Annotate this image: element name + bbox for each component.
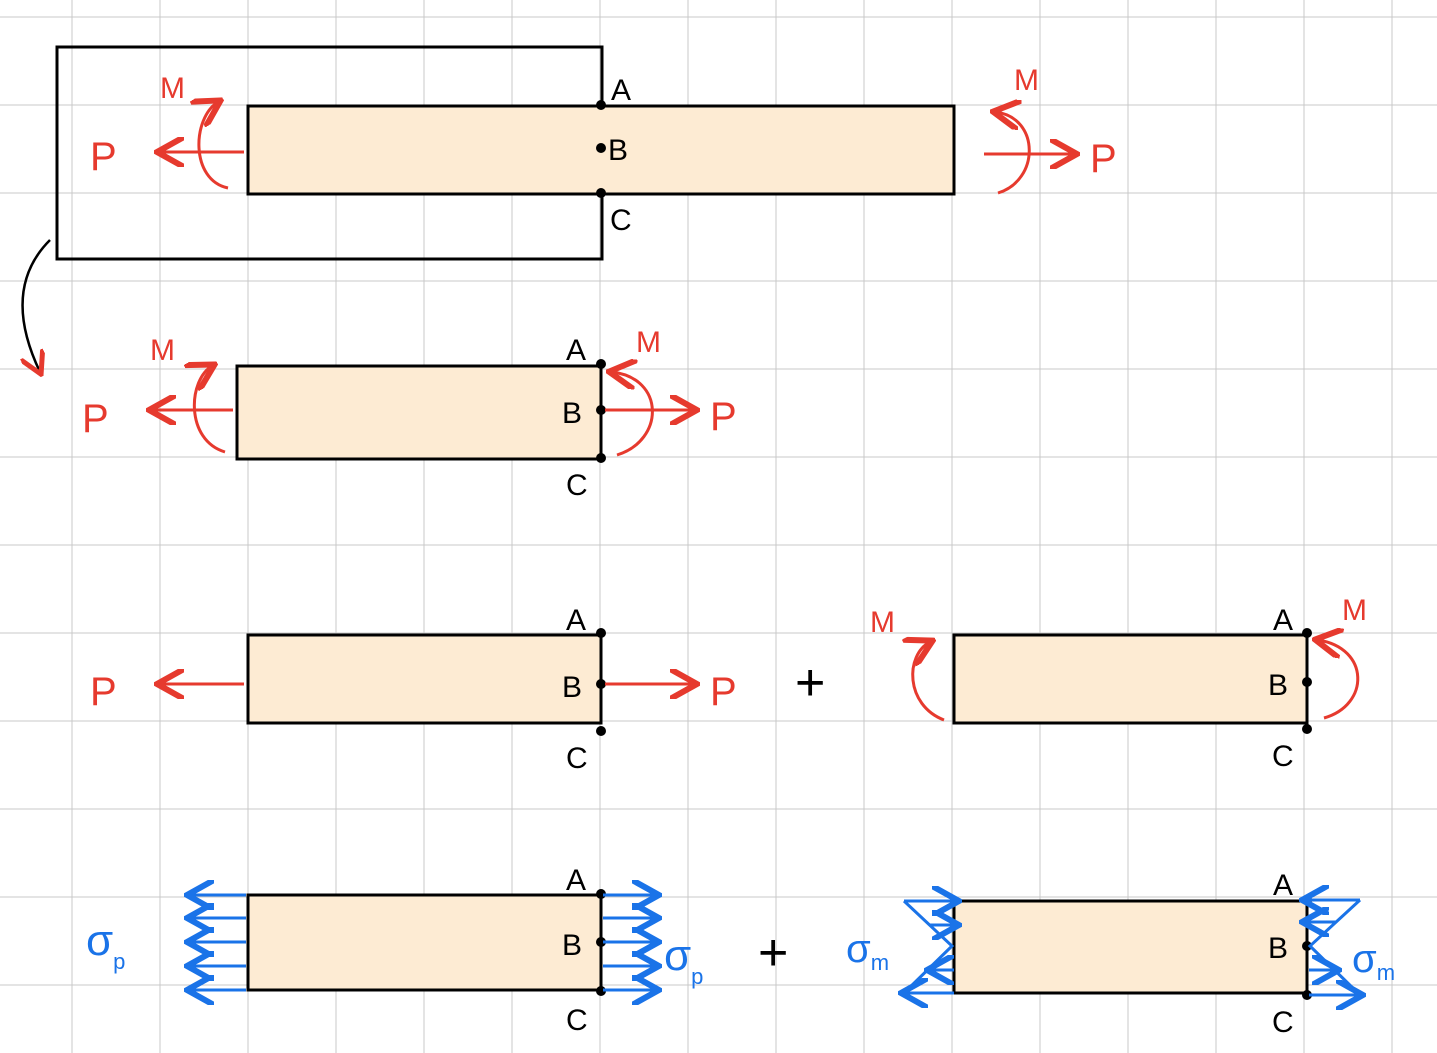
moment-label-right: M (1342, 594, 1367, 627)
sigma-p-label-right: σp (664, 931, 703, 989)
uniform-stress-arrows-left (190, 895, 246, 990)
moment-arrow-right (612, 372, 654, 457)
force-label-left: P (82, 397, 109, 441)
pointer-arrow (23, 239, 51, 372)
section-full-bar: A B C P M P M (23, 45, 1117, 372)
label-b: B (608, 134, 628, 167)
label-a: A (611, 74, 631, 107)
section-superposition-loads: A B C P P + A B C M M (90, 594, 1367, 775)
force-label-right: P (710, 670, 737, 714)
moment-label-left: M (150, 334, 175, 367)
sigma-m-label-right: σm (1352, 937, 1395, 985)
label-a: A (1273, 604, 1293, 637)
label-c: C (566, 469, 588, 502)
point-c-dot (596, 726, 606, 736)
uniform-stress-arrows-right (603, 895, 656, 990)
point-a-dot (596, 628, 606, 638)
plus-sign: + (795, 654, 825, 712)
moment-label-left: M (160, 72, 185, 105)
sigma-subscript: m (871, 950, 889, 975)
sigma-symbol: σ (846, 927, 871, 971)
sigma-symbol: σ (664, 931, 691, 980)
point-b-dot (596, 937, 606, 947)
moment-arrow-left (199, 102, 229, 190)
moment-arrow-right (996, 112, 1031, 195)
point-b-dot (596, 143, 606, 153)
point-a-dot (596, 100, 606, 110)
label-a: A (566, 864, 586, 897)
point-c-dot (596, 453, 606, 463)
point-b-dot (1302, 677, 1312, 687)
label-b: B (562, 397, 582, 430)
sigma-m-label-left: σm (846, 927, 889, 975)
moment-label-right: M (636, 326, 661, 359)
bar-cut (235, 364, 603, 461)
moment-arrow-left (194, 366, 226, 454)
point-c-dot (1302, 724, 1312, 734)
bar-bending-stress (952, 899, 1309, 995)
label-c: C (1272, 740, 1294, 773)
force-label-right: P (710, 395, 737, 439)
label-b: B (1268, 932, 1288, 965)
force-label-left: P (90, 135, 117, 179)
point-a-dot (1302, 628, 1312, 638)
label-a: A (566, 604, 586, 637)
section-stress-distribution: A B C σp σp + A B C σm σm (86, 864, 1395, 1039)
label-c: C (566, 742, 588, 775)
sigma-p-label-left: σp (86, 916, 125, 974)
point-a-dot (596, 359, 606, 369)
label-a: A (1273, 869, 1293, 902)
label-b: B (562, 929, 582, 962)
stress-profile-line (1307, 898, 1362, 997)
moment-label-right: M (1014, 64, 1039, 97)
sigma-subscript: m (1377, 960, 1395, 985)
section-free-body: A B C P M P M (82, 326, 737, 502)
sigma-subscript: p (113, 949, 125, 974)
point-b-dot (1302, 941, 1312, 951)
label-c: C (610, 204, 632, 237)
point-b-dot (596, 405, 606, 415)
point-b-dot (596, 679, 606, 689)
force-label-right: P (1090, 137, 1117, 181)
linear-stress-arrows-left (904, 901, 956, 993)
bar-axial (246, 633, 603, 725)
moment-arrow-right (1318, 640, 1360, 720)
sigma-subscript: p (691, 964, 703, 989)
moment-arrow-left (913, 642, 945, 722)
label-a: A (566, 334, 586, 367)
stress-profile-line (902, 899, 955, 995)
linear-stress-arrows-right (1305, 900, 1360, 995)
label-c: C (566, 1004, 588, 1037)
label-b: B (562, 671, 582, 704)
sigma-symbol: σ (86, 916, 113, 965)
force-label-left: P (90, 670, 117, 714)
point-c-dot (596, 188, 606, 198)
point-c-dot (1302, 990, 1312, 1000)
label-c: C (1272, 1006, 1294, 1039)
bar-bending (952, 633, 1309, 725)
plus-sign: + (758, 924, 788, 982)
label-b: B (1268, 669, 1288, 702)
moment-label-left: M (870, 606, 895, 639)
sigma-symbol: σ (1352, 937, 1377, 981)
bar-axial-stress (246, 893, 603, 992)
